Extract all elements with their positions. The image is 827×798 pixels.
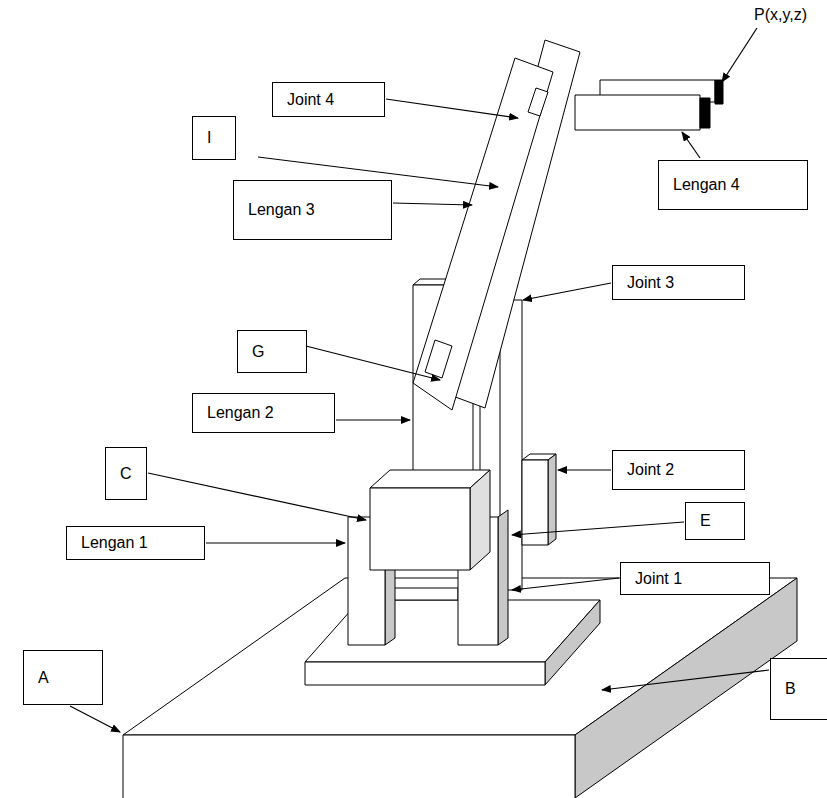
- leader-line: [70, 706, 120, 732]
- small-plate-front: [305, 662, 545, 685]
- leg-crossbar: [385, 588, 458, 600]
- leader-line: [336, 419, 410, 420]
- gripper-tip: [700, 98, 710, 128]
- arm-window: [528, 88, 548, 116]
- point-label: P(x,y,z): [752, 6, 809, 24]
- leader-line: [386, 99, 518, 118]
- leader-line: [558, 469, 611, 470]
- motor-block-side: [470, 470, 490, 570]
- label-text: G: [252, 342, 296, 361]
- leader-line: [512, 522, 684, 535]
- leg-side: [498, 510, 508, 645]
- label-text: Lengan 4: [673, 175, 797, 194]
- label-box: Joint 3: [612, 265, 745, 300]
- base-plate-side: [575, 578, 797, 798]
- gripper-front: [575, 95, 700, 130]
- arm-plate-front: [413, 58, 553, 410]
- leader-line: [682, 132, 700, 158]
- leader-line: [148, 473, 366, 520]
- label-text: Lengan 2: [207, 403, 324, 422]
- small-plate-side: [545, 600, 600, 685]
- motor-block: [370, 488, 470, 570]
- gripper-tip: [715, 80, 723, 104]
- label-box: Joint 2: [612, 450, 745, 490]
- label-box: I: [192, 116, 236, 160]
- leader-line: [302, 345, 440, 380]
- label-text: I: [207, 128, 225, 147]
- label-text: C: [120, 464, 136, 483]
- base-plate-front: [123, 735, 575, 798]
- label-box: G: [237, 330, 307, 373]
- label-box: A: [23, 650, 103, 705]
- label-box: B: [770, 658, 827, 720]
- label-text: Lengan 3: [248, 200, 381, 219]
- label-text: Joint 4: [287, 90, 374, 109]
- leader-line: [393, 203, 472, 205]
- leader-line: [722, 28, 757, 82]
- label-text: E: [700, 511, 734, 530]
- label-text: A: [38, 668, 92, 687]
- label-text: B: [785, 679, 821, 698]
- label-box: E: [685, 502, 745, 540]
- label-text: Joint 2: [627, 460, 734, 479]
- label-text: Joint 3: [627, 273, 734, 292]
- leader-line: [206, 542, 345, 543]
- label-box: Joint 4: [272, 82, 385, 117]
- leader-line: [602, 670, 769, 690]
- motor-block-top: [370, 470, 490, 488]
- label-box: Lengan 3: [233, 180, 392, 240]
- leader-line: [512, 578, 619, 590]
- label-box: Joint 1: [620, 562, 770, 595]
- leader-line: [523, 283, 611, 300]
- label-box: Lengan 2: [192, 393, 335, 433]
- label-text: Joint 1: [635, 569, 759, 588]
- label-box: Lengan 1: [66, 526, 205, 560]
- label-box: C: [105, 447, 147, 500]
- arm-window: [425, 340, 452, 378]
- label-text: Lengan 1: [81, 533, 194, 552]
- label-box: Lengan 4: [658, 160, 808, 210]
